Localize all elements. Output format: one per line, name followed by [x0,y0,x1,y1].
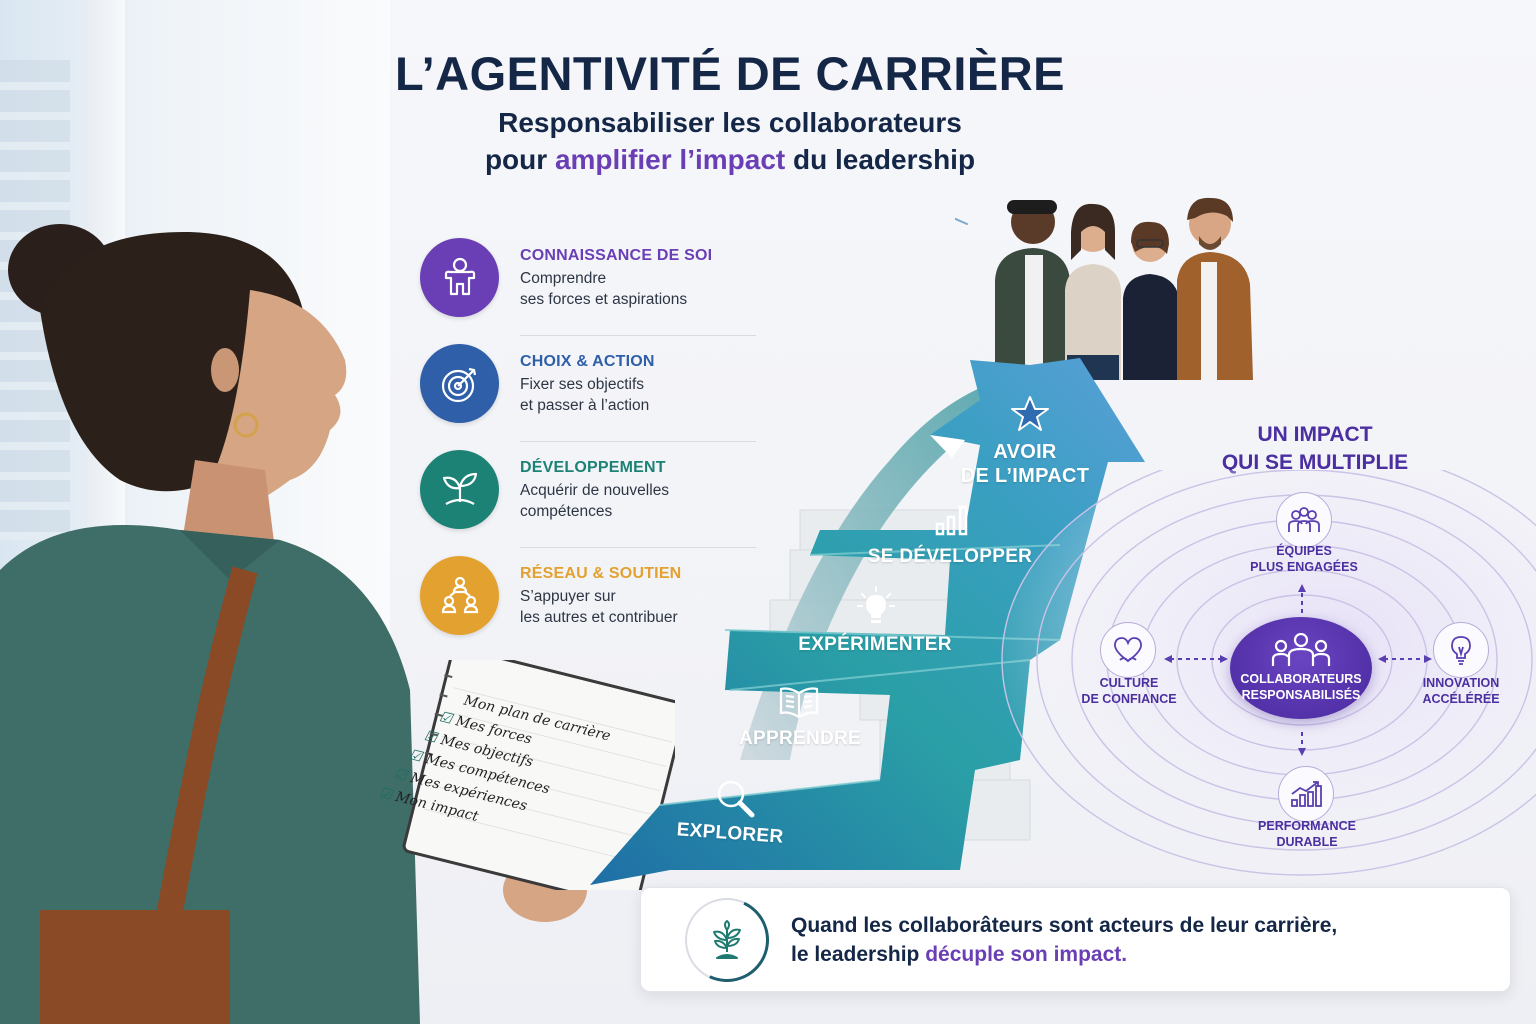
pillars-list: CONNAISSANCE DE SOI Comprendre ses force… [420,238,756,662]
pillar-description: Comprendre ses forces et aspirations [520,270,688,308]
network-icon [420,556,499,635]
core-collaborateurs-responsabilises: COLLABORATEURS RESPONSABILISÉS [1230,617,1372,719]
book-icon [779,687,819,719]
subtitle-accent: amplifier l’impact [554,144,786,175]
pillar-description: Acquérir de nouvelles compétences [520,482,670,520]
team-photo [955,197,1253,380]
sprout-icon [420,450,499,529]
heart-icon [1100,622,1156,678]
pillar-title: DÉVELOPPEMENT [520,459,666,476]
step-se-developper: SE DÉVELOPPER [867,546,1033,567]
core-label: COLLABORATEURS RESPONSABILISÉS [1240,672,1362,702]
key-message-accent: décuple son impact. [925,942,1128,966]
woman-illustration [0,224,587,1024]
pillar-connaissance-de-soi: CONNAISSANCE DE SOI Comprendre ses force… [420,238,756,344]
star-icon [1011,396,1049,431]
step-apprendre: APPRENDRE [739,728,861,749]
sprout-icon [685,897,769,982]
node-equipes-plus-engagees: ÉQUIPES PLUS ENGAGÉES [1250,544,1358,574]
pillar-developpement: DÉVELOPPEMENT Acquérir de nouvelles comp… [420,441,756,556]
lightbulb-icon [1433,622,1489,678]
subtitle-line-2: pour amplifier l’impact du leadership [484,144,976,175]
person-icon [420,238,499,317]
lightbulb-icon [857,586,895,623]
magnifier-icon [717,780,755,818]
pillar-description: Fixer ses objectifs et passer à l’action [520,376,650,414]
pillar-title: CONNAISSANCE DE SOI [520,247,713,264]
pillar-title: RÉSEAU & SOUTIEN [520,565,682,582]
pillar-description: S’appuyer sur les autres et contribuer [520,588,678,626]
step-experimenter: EXPÉRIMENTER [798,634,952,655]
key-message-text: Quand les collaborâteurs sont acteurs de… [791,913,1338,966]
pillar-title: CHOIX & ACTION [520,353,655,370]
team-icon [1271,633,1331,666]
career-staircase [590,358,1145,885]
growth-chart-icon [1278,766,1334,822]
step-avoir-de-l-impact: AVOIR DE L’IMPACT [960,441,1090,487]
pillar-choix-action: CHOIX & ACTION Fixer ses objectifs et pa… [420,335,756,450]
pillar-reseau-soutien: RÉSEAU & SOUTIEN S’appuyer sur les autre… [420,547,756,662]
node-performance-durable: PERFORMANCE DURABLE [1258,819,1356,849]
node-culture-de-confiance: CULTURE DE CONFIANCE [1081,676,1177,706]
node-innovation-acceleree: INNOVATION ACCÉLÉRÉE [1422,676,1500,706]
group-icon [1276,492,1332,548]
page-title: L’AGENTIVITÉ DE CARRIÈRE [394,47,1066,100]
page-subtitle: Responsabiliser les collaborateurs pour … [0,104,1460,178]
subtitle-line-1: Responsabiliser les collaborateurs [498,107,962,138]
bar-chart-icon [935,505,968,536]
impact-title: UN IMPACT QUI SE MULTIPLIE [1221,423,1409,474]
target-icon [420,344,499,423]
key-message-card: Quand les collaborâteurs sont acteurs de… [640,887,1511,992]
